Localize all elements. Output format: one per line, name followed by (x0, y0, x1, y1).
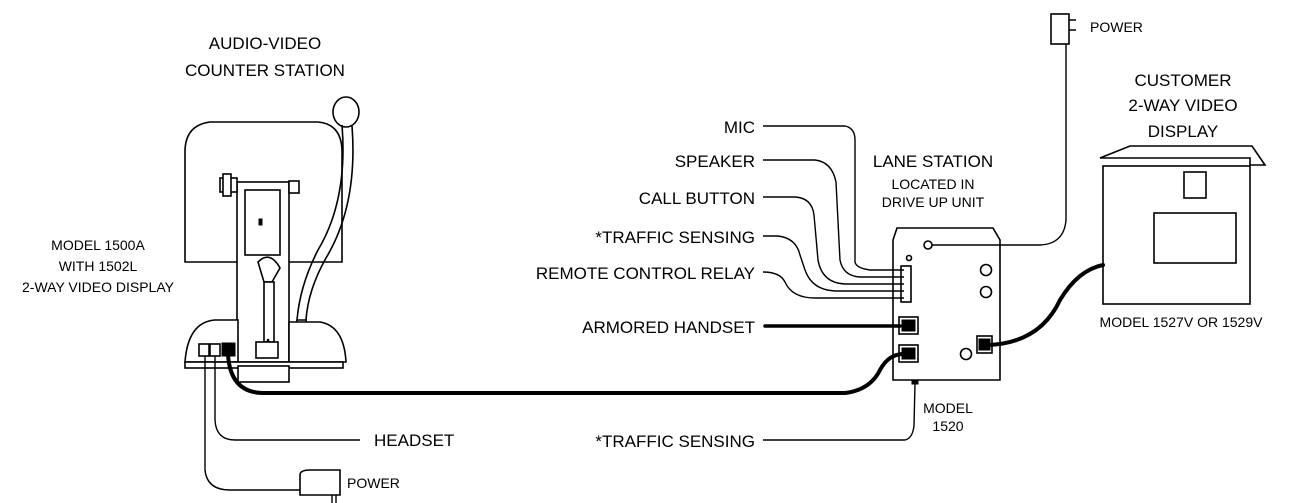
customer-display-device (1099, 145, 1267, 305)
power-label-top: POWER (1090, 19, 1143, 35)
model-1500a-line1: MODEL 1500A (51, 237, 145, 253)
gooseneck-mic-icon (332, 96, 360, 128)
traffic-sensing-bottom-label: *TRAFFIC SENSING (595, 432, 755, 451)
lane-station-title: LANE STATION (873, 152, 993, 171)
model-1500a-line3: 2-WAY VIDEO DISPLAY (22, 279, 175, 295)
customer-display-line3: DISPLAY (1148, 122, 1219, 141)
call-button-label: CALL BUTTON (639, 189, 755, 208)
remote-control-relay-label: REMOTE CONTROL RELAY (536, 264, 755, 283)
lane-station-sub-line2: DRIVE UP UNIT (882, 194, 985, 210)
headset-label: HEADSET (374, 431, 454, 450)
wiring (204, 13, 1105, 503)
model-1527v-label: MODEL 1527V OR 1529V (1100, 314, 1264, 330)
traffic-sensing-top-label: *TRAFFIC SENSING (595, 228, 755, 247)
power-adapter-top-icon (1050, 13, 1070, 45)
power-adapter-bottom-icon (299, 469, 341, 496)
counter-station-device (184, 96, 360, 383)
customer-display-line2: 2-WAY VIDEO (1128, 96, 1237, 115)
lane-station-sub-line1: LOCATED IN (892, 176, 975, 192)
model-1500a-line2: WITH 1502L (59, 258, 138, 274)
counter-station-title-line2: COUNTER STATION (185, 61, 345, 80)
model-1520-line2: 1520 (932, 418, 963, 434)
power-label-bottom: POWER (347, 475, 400, 491)
counter-station-title-line1: AUDIO-VIDEO (209, 34, 321, 53)
speaker-label: SPEAKER (675, 152, 755, 171)
customer-display-line1: CUSTOMER (1135, 71, 1232, 90)
mic-label: MIC (724, 118, 755, 137)
lane-station-device (892, 227, 1001, 385)
armored-handset-label: ARMORED HANDSET (582, 318, 755, 337)
model-1520-line1: MODEL (923, 400, 973, 416)
